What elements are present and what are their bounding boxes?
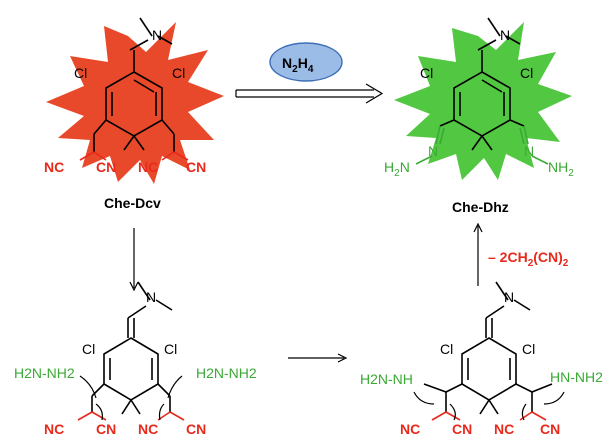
down-arrow bbox=[129, 228, 139, 292]
int1-cn-right: CN bbox=[186, 421, 206, 437]
dhz-n-left: N bbox=[428, 143, 438, 159]
int2-hydrazinyl-left: H2N-NH bbox=[360, 371, 413, 387]
che-dcv-structure: N Cl Cl NC CN NC CN bbox=[44, 17, 224, 184]
int2-nc-left: NC bbox=[400, 421, 420, 437]
dcv-n-atom: N bbox=[152, 27, 162, 43]
int1-cl-left: Cl bbox=[82, 341, 95, 357]
hydrazine-right: H2N-NH2 bbox=[196, 365, 257, 381]
dcv-cn-right: CN bbox=[186, 159, 206, 175]
dhz-n-right: N bbox=[524, 143, 534, 159]
byproduct-label: – 2CH2(CN)2 bbox=[488, 249, 569, 269]
int1-nc-left: NC bbox=[44, 421, 64, 437]
int2-cn-left: CN bbox=[452, 421, 472, 437]
int2-nc-right: NC bbox=[494, 421, 514, 437]
int2-n-atom: N bbox=[504, 289, 514, 305]
dhz-nh2-right: NH2 bbox=[548, 159, 574, 179]
dhz-h2n-left: H2N bbox=[384, 159, 410, 179]
up-arrow bbox=[473, 222, 483, 286]
dhz-cl-left: Cl bbox=[420, 65, 433, 81]
reagent-label: N2H4 bbox=[282, 55, 314, 75]
che-dhz-structure: N Cl Cl N N H2N NH2 bbox=[384, 17, 574, 180]
dcv-cl-left: Cl bbox=[74, 65, 87, 81]
int1-cl-right: Cl bbox=[164, 341, 177, 357]
dcv-starburst bbox=[46, 22, 224, 184]
che-dhz-label: Che-Dhz bbox=[452, 199, 509, 215]
dhz-n-atom: N bbox=[500, 27, 510, 43]
int1-n-atom: N bbox=[146, 289, 156, 305]
int1-cn-left: CN bbox=[96, 421, 116, 437]
che-dcv-label: Che-Dcv bbox=[104, 195, 161, 211]
dcv-cl-right: Cl bbox=[172, 65, 185, 81]
intermediate-attack-structure: N Cl Cl H2N-NH2 H2N-NH2 NC CN NC CN bbox=[14, 281, 257, 437]
reagent-ellipse bbox=[269, 42, 343, 82]
hollow-reaction-arrow bbox=[235, 83, 384, 104]
int1-nc-right: NC bbox=[138, 421, 158, 437]
int2-cl-left: Cl bbox=[440, 341, 453, 357]
dhz-starburst bbox=[394, 22, 572, 180]
dhz-cl-right: Cl bbox=[520, 65, 533, 81]
dcv-cn-left: CN bbox=[96, 159, 116, 175]
right-arrow-bottom bbox=[288, 353, 348, 363]
dcv-nc-left: NC bbox=[44, 159, 64, 175]
intermediate-adduct-structure: N Cl Cl H2N-NH HN-NH2 NC CN NC CN bbox=[360, 281, 603, 437]
int2-cl-right: Cl bbox=[522, 341, 535, 357]
int2-hydrazinyl-right: HN-NH2 bbox=[550, 369, 603, 385]
hydrazine-left: H2N-NH2 bbox=[14, 365, 75, 381]
int2-cn-right: CN bbox=[540, 421, 560, 437]
dcv-nc-right: NC bbox=[138, 159, 158, 175]
